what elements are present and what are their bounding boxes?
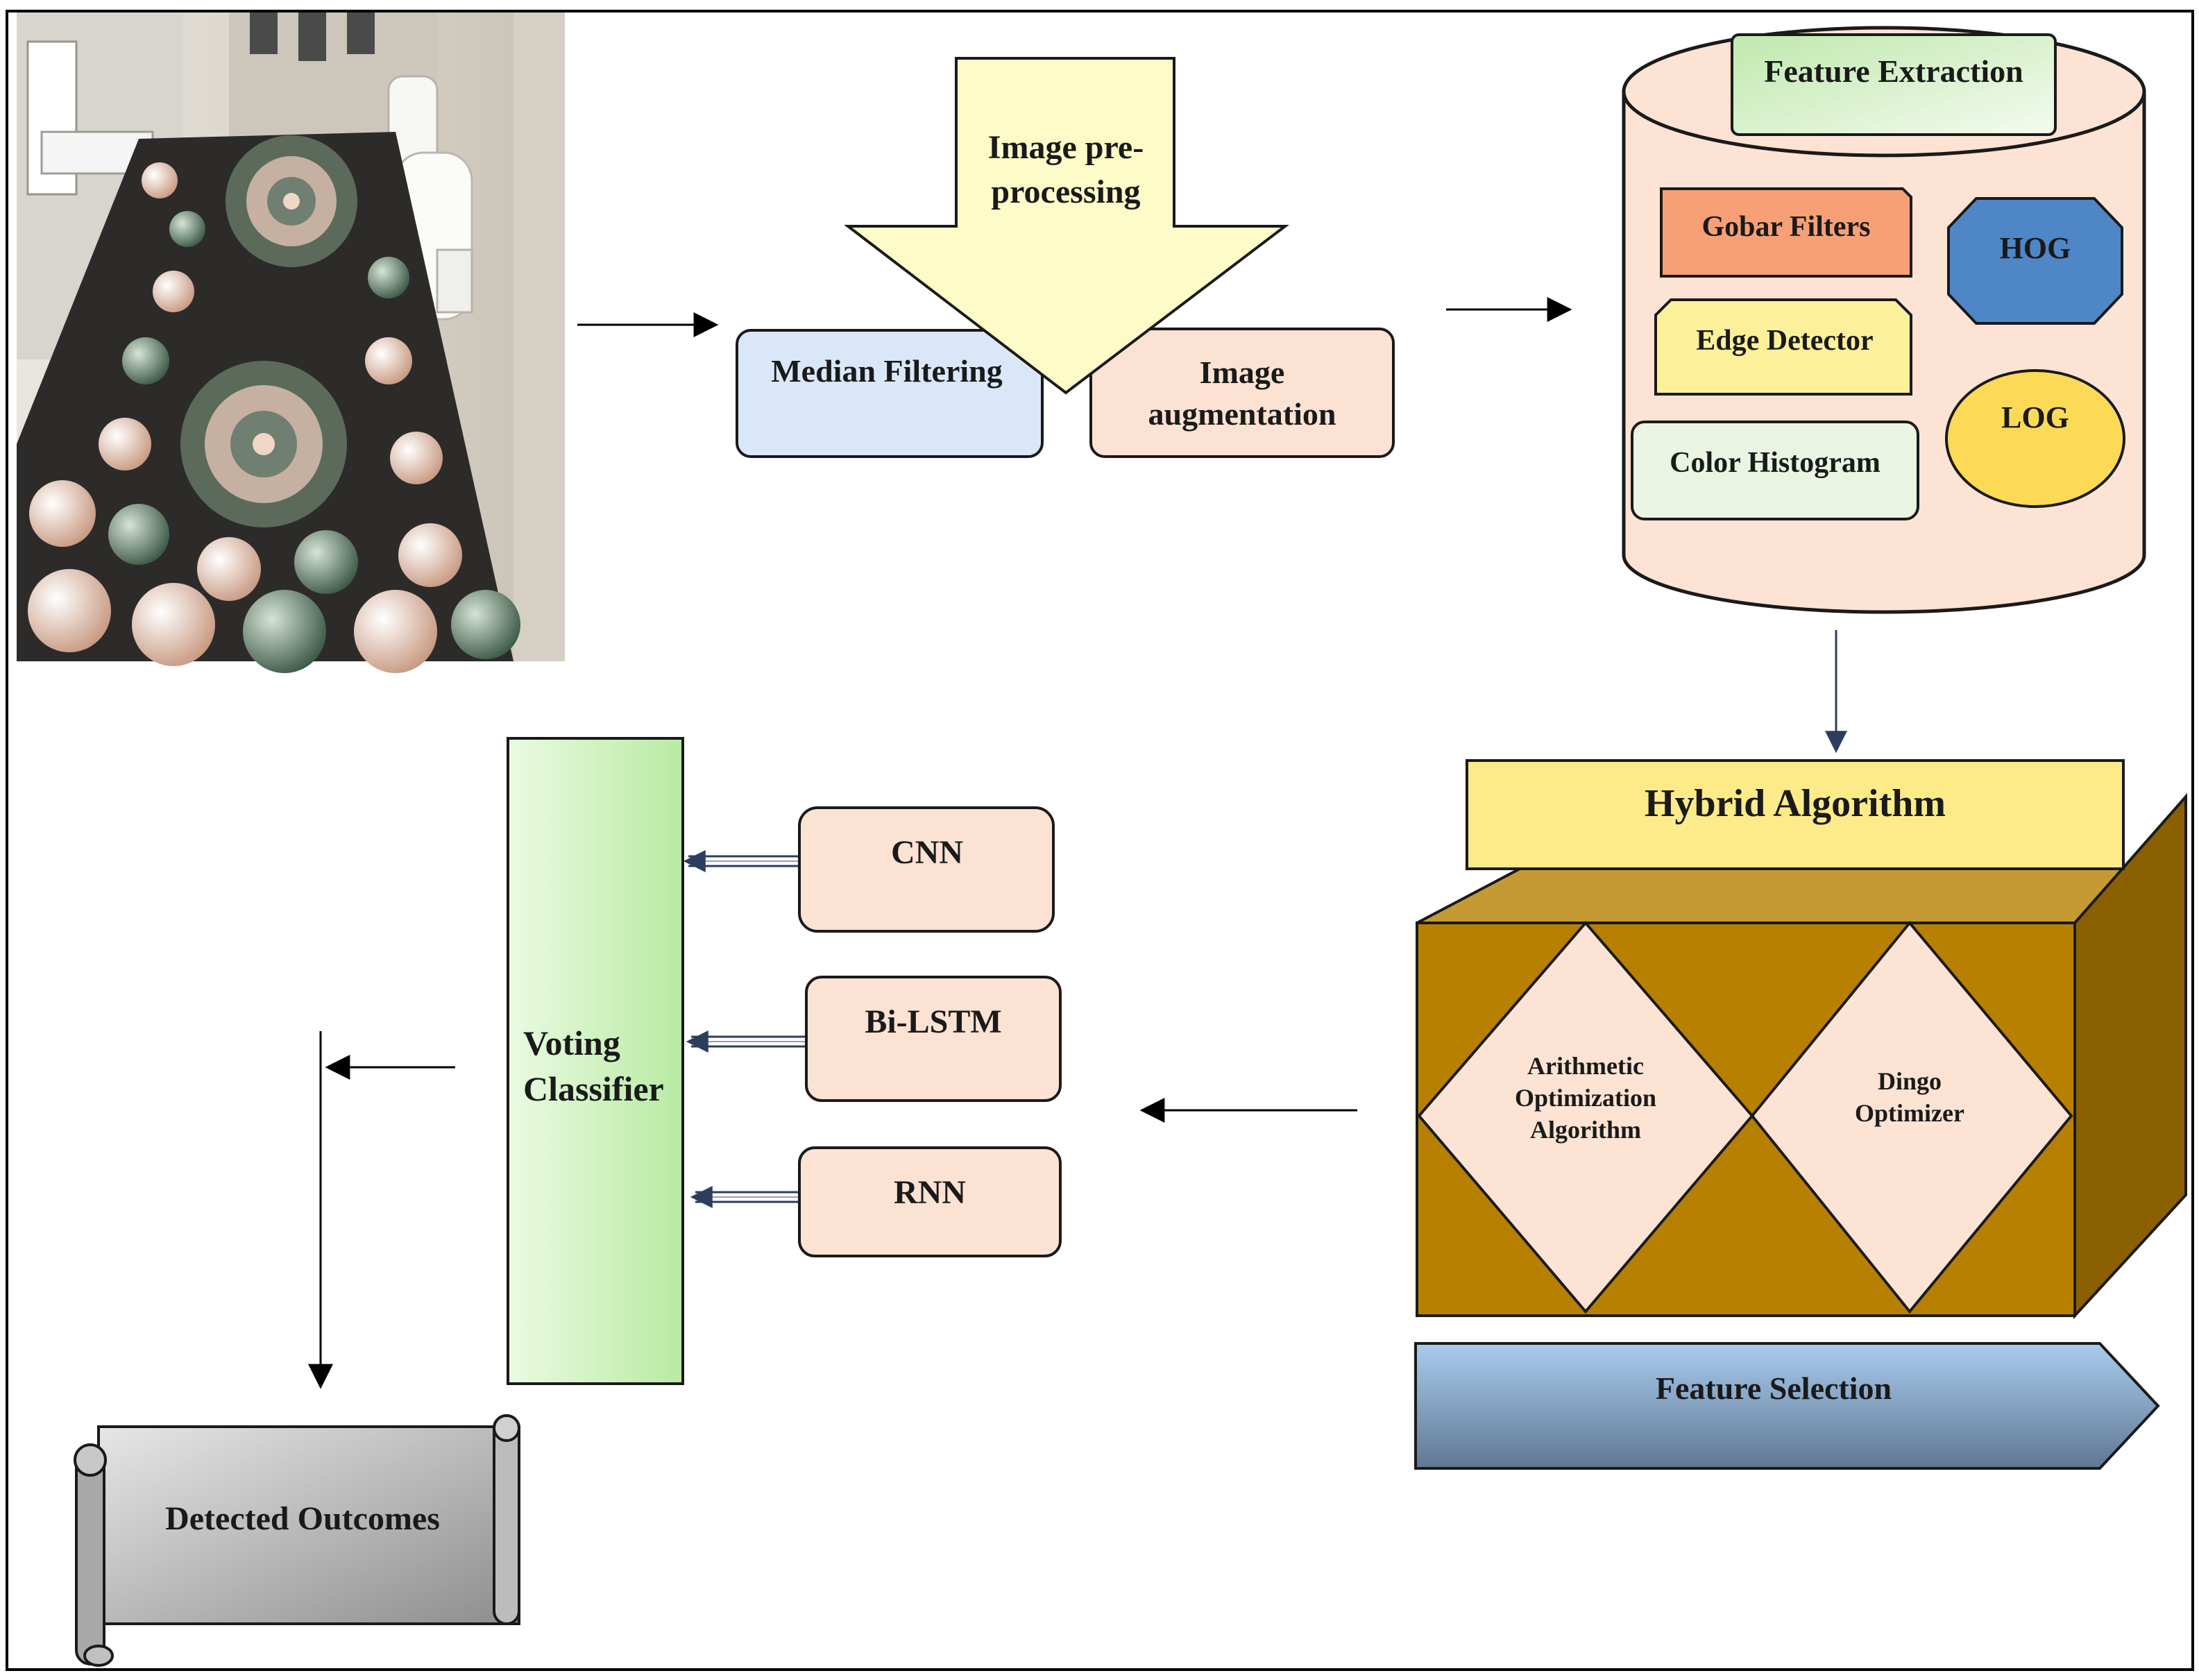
hybrid-box-top — [1416, 866, 2187, 924]
outer-frame — [6, 10, 2194, 1671]
voting-label-line1: Voting — [523, 1024, 620, 1062]
augmentation-label-line2: augmentation — [1148, 396, 1336, 432]
bilstm-box — [805, 976, 1062, 1102]
aoa-label-line1: Arithmetic — [1527, 1052, 1644, 1080]
aoa-label-line2: Optimization — [1515, 1084, 1656, 1112]
detected-outcomes-label: Detected Outcomes — [165, 1500, 440, 1537]
rnn-box — [798, 1146, 1062, 1257]
hog-label: HOG — [2000, 231, 2071, 265]
color-histogram-box — [1631, 421, 1919, 520]
color-histogram-label: Color Histogram — [1670, 447, 1880, 479]
median-filtering-label: Median Filtering — [771, 353, 1002, 389]
cnn-box — [798, 806, 1055, 933]
feature-extraction-title-box — [1731, 33, 2057, 136]
voting-classifier-box — [507, 737, 684, 1385]
voting-classifier: Voting Classifier — [507, 737, 684, 1385]
carpet-pattern — [28, 135, 520, 673]
aoa-diamond — [1417, 920, 1754, 1314]
feature-extraction-title: Feature Extraction — [1764, 53, 2023, 89]
input-image — [17, 12, 565, 673]
aoa-label-line3: Algorithm — [1530, 1116, 1641, 1144]
hybrid-title-box — [1466, 759, 2125, 870]
model-boxes: CNN Bi-LSTM RNN — [798, 806, 1062, 1257]
feature-selection-arrow — [1414, 1342, 2160, 1470]
cnn-label: CNN — [891, 834, 963, 871]
median-filtering-box — [736, 329, 1044, 458]
dingo-label-line2: Optimizer — [1855, 1099, 1964, 1127]
dingo-diamond — [1750, 920, 2073, 1314]
preprocessing-title-line1: Image pre- — [988, 129, 1144, 166]
feature-selection-label: Feature Selection — [1656, 1371, 1892, 1406]
hog-octagon — [1947, 197, 2123, 325]
model-to-voting-arrows — [683, 850, 805, 1208]
preprocessing-title-line2: processing — [991, 173, 1140, 210]
edge-detector-box — [1654, 298, 1912, 396]
detected-outcomes-scroll: Detected Outcomes — [74, 1414, 520, 1667]
dingo-label-line1: Dingo — [1878, 1067, 1942, 1095]
voting-label-line2: Classifier — [523, 1069, 664, 1108]
hybrid-algorithm-block: Hybrid Algorithm Arithmetic Optimization… — [1414, 759, 2187, 1470]
image-augmentation-box — [1089, 328, 1395, 458]
gobar-filters-label: Gobar Filters — [1701, 211, 1870, 243]
preprocessing-block: Image pre- processing Median Filtering I… — [736, 57, 1395, 458]
augmentation-label-line1: Image — [1200, 355, 1285, 390]
log-ellipse — [1945, 369, 2125, 508]
hybrid-title: Hybrid Algorithm — [1645, 782, 1946, 825]
rnn-label: RNN — [894, 1174, 966, 1211]
edge-detector-label: Edge Detector — [1696, 325, 1873, 357]
preprocessing-arrow — [844, 57, 1289, 395]
feature-extraction-cylinder: Feature Extraction Gobar Filters HOG Edg… — [1622, 26, 2146, 614]
bilstm-label: Bi-LSTM — [865, 1003, 1001, 1040]
gobar-filters-box — [1660, 187, 1912, 278]
log-label: LOG — [2001, 400, 2069, 434]
